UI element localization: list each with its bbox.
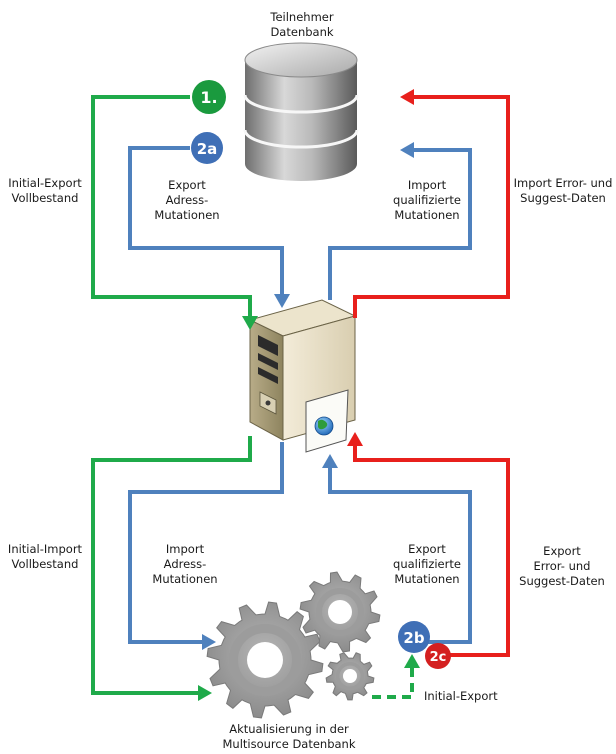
badge-2b: 2b <box>398 621 430 653</box>
badge-2c: 2c <box>425 643 451 669</box>
arrowhead-initial-export <box>242 316 258 330</box>
arrowhead-import-qualifizierte <box>400 142 414 158</box>
connector-initial-export <box>91 95 252 318</box>
database-icon <box>243 42 359 181</box>
badge-1: 1. <box>192 80 226 114</box>
badge-2b-label: 2b <box>403 629 424 647</box>
arrowhead-initial-export-bottom <box>404 654 420 668</box>
label-import-qualifizierte-mutationen: Import qualifizierte Mutationen <box>393 178 461 222</box>
connector-export-adress <box>128 146 284 296</box>
label-initial-export-bottom: Initial-Export <box>424 689 498 703</box>
gears-icon <box>206 571 381 719</box>
connector-import-qualifizierte <box>328 148 472 300</box>
arrowhead-export-error <box>347 432 363 446</box>
gearSmall-hole <box>343 669 357 683</box>
label-import-adress-mutationen: Import Adress- Mutationen <box>152 542 218 586</box>
label-initial-export-vollbestand: Initial-Export Vollbestand <box>8 176 82 205</box>
connector-export-qualifizierte <box>328 466 472 644</box>
arrowhead-export-qualifizierte <box>322 454 338 468</box>
badge-2a-label: 2a <box>197 140 218 158</box>
connector-initial-import <box>91 436 252 695</box>
label-export-adress-mutationen: Export Adress- Mutationen <box>154 178 220 222</box>
label-import-error-suggest: Import Error- und Suggest-Daten <box>513 176 613 205</box>
badge-1-label: 1. <box>200 88 217 107</box>
badge-2a: 2a <box>191 132 223 164</box>
connector-import-error <box>353 95 510 318</box>
connector-initial-export-bottom <box>372 666 414 699</box>
gearTop-ring <box>316 588 364 636</box>
label-export-qualifizierte-mutationen: Export qualifizierte Mutationen <box>393 542 461 586</box>
connector-export-error <box>353 444 510 657</box>
label-export-error-suggest: Export Error- und Suggest-Daten <box>519 544 605 588</box>
gearBig-ring <box>229 624 301 696</box>
arrowhead-import-error <box>400 89 414 105</box>
arrowhead-import-adress <box>202 634 216 650</box>
badge-2c-label: 2c <box>430 650 447 665</box>
gears-label: Aktualisierung in der Multisource Datenb… <box>222 722 356 751</box>
database-label: Teilnehmer Datenbank <box>270 10 334 39</box>
label-initial-import-vollbestand: Initial-Import Vollbestand <box>7 542 83 571</box>
gearBig-hole <box>247 642 283 678</box>
gearTop-hole <box>328 600 352 624</box>
arrowhead-export-adress <box>274 294 290 308</box>
gearSmall-ring <box>335 661 365 691</box>
connector-import-adress <box>128 442 284 644</box>
arrowhead-initial-import <box>198 685 212 701</box>
server-icon <box>248 299 357 453</box>
